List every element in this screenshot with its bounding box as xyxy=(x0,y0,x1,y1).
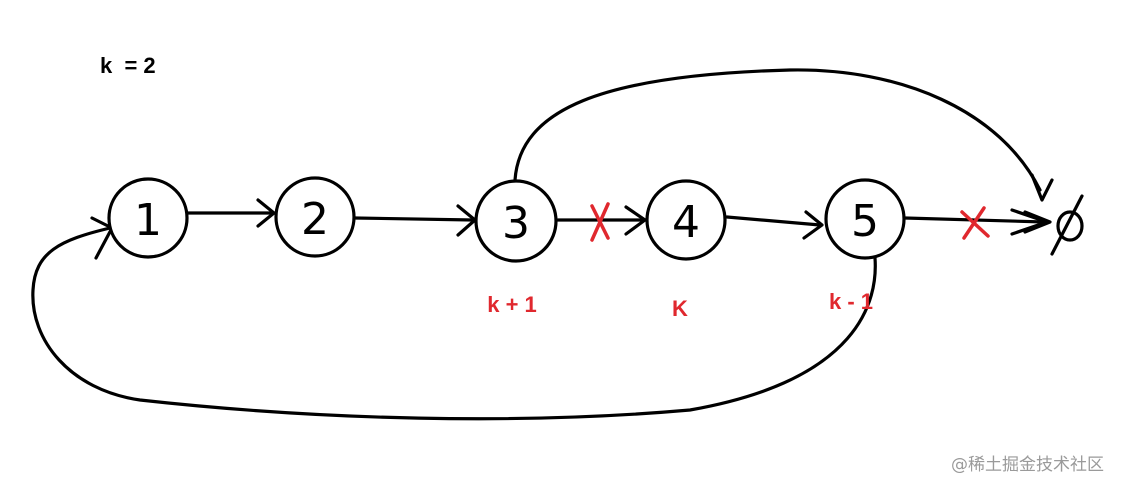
cut-mark-5-to-null-stroke-b xyxy=(962,206,986,240)
node-2-circle xyxy=(274,176,356,258)
arrowhead-2 xyxy=(256,198,276,228)
node-1: 1 xyxy=(107,177,189,259)
watermark: @稀土掘金技术社区 xyxy=(951,455,1104,475)
node-5-circle xyxy=(824,178,906,260)
node-1-label: 1 xyxy=(134,195,162,246)
edge-3-to-null-curve xyxy=(513,68,1042,192)
cut-mark-3-to-4-stroke-b xyxy=(590,202,610,242)
arrowhead-null-double xyxy=(1023,210,1052,234)
node-3-circle xyxy=(474,179,558,263)
cut-marks xyxy=(590,202,990,242)
node-1-circle xyxy=(107,177,189,259)
edge-2-to-3 xyxy=(353,216,475,222)
arrowhead-5 xyxy=(802,210,824,240)
node-5: 5 xyxy=(824,178,906,260)
annotation-under-node-4: K xyxy=(672,296,688,321)
node-4: 4 xyxy=(645,179,727,261)
arrowhead-4 xyxy=(624,205,647,236)
node-3-label: 3 xyxy=(502,198,530,249)
cut-mark-5-to-null xyxy=(960,206,990,240)
edges xyxy=(31,68,1054,421)
param-label: k = 2 xyxy=(100,53,156,78)
annotations: k + 1 K k - 1 xyxy=(487,289,873,321)
node-5-label: 5 xyxy=(851,196,879,247)
arrowhead-curve xyxy=(1030,173,1054,202)
node-4-circle xyxy=(645,179,727,261)
node-2-label: 2 xyxy=(301,194,329,245)
null-terminal-oval xyxy=(1056,210,1084,242)
nodes: 1 2 3 4 5 xyxy=(107,176,906,263)
node-4-label: 4 xyxy=(672,197,700,248)
annotation-under-node-3: k + 1 xyxy=(487,292,537,317)
cut-mark-3-to-4 xyxy=(590,202,610,242)
edge-4-to-5 xyxy=(725,215,822,227)
node-2: 2 xyxy=(274,176,356,258)
edge-5-to-1-loop xyxy=(31,226,877,421)
annotation-under-node-5: k - 1 xyxy=(829,289,873,314)
null-terminal xyxy=(1050,194,1084,256)
null-terminal-slash xyxy=(1050,194,1084,256)
node-3: 3 xyxy=(474,179,558,263)
